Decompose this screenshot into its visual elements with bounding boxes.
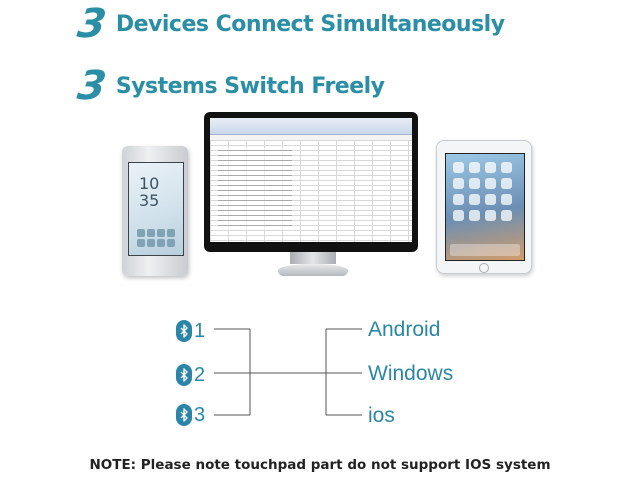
bluetooth-icon	[176, 404, 192, 426]
headline-systems: 3 Systems Switch Freely	[75, 63, 385, 109]
tablet-image	[436, 140, 532, 274]
channel-number: 3	[194, 404, 206, 426]
compatibility-note: NOTE: Please note touchpad part do not s…	[89, 457, 551, 473]
bluetooth-icon	[176, 364, 192, 386]
tablet-screen	[445, 153, 525, 261]
system-label-ios: ios	[368, 404, 395, 427]
smartphone-image: 10 35	[122, 146, 188, 276]
tablet-home-button	[479, 263, 489, 273]
monitor-stand	[290, 252, 336, 264]
phone-app-icons	[137, 229, 177, 247]
bluetooth-channel-1: 1	[176, 320, 205, 342]
monitor-image	[204, 112, 418, 252]
headline-devices: 3 Devices Connect Simultaneously	[75, 1, 505, 47]
tablet-dock	[450, 244, 520, 256]
tablet-app-icons	[453, 162, 519, 221]
bluetooth-icon	[176, 320, 192, 342]
channel-number: 1	[194, 320, 206, 342]
system-label-windows: Windows	[368, 362, 454, 385]
spreadsheet-ribbon	[210, 118, 412, 135]
channel-number: 2	[194, 364, 206, 386]
spreadsheet-data	[218, 148, 292, 230]
bluetooth-channel-2: 2	[176, 364, 205, 386]
phone-screen: 10 35	[128, 162, 184, 256]
phone-clock: 10 35	[139, 175, 159, 209]
phone-clock-minute: 35	[139, 191, 160, 210]
monitor-base	[278, 264, 348, 276]
spreadsheet-screen	[210, 118, 412, 242]
device-illustration: 10 35	[0, 110, 640, 290]
phone-clock-hour: 10	[139, 174, 160, 193]
headline-text: Devices Connect Simultaneously	[115, 11, 505, 37]
system-label-android: Android	[368, 318, 441, 341]
bluetooth-channel-3: 3	[176, 404, 205, 426]
headline-text: Systems Switch Freely	[115, 73, 385, 99]
